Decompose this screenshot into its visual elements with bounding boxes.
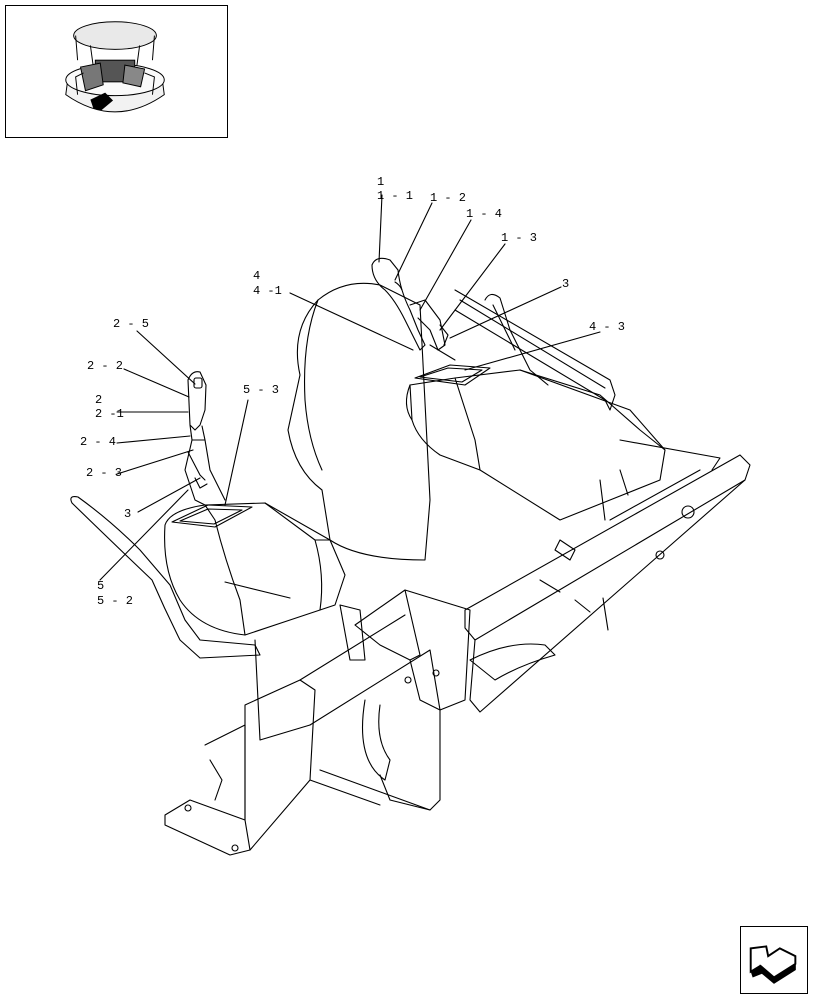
callout-1-4: 1 - 4: [466, 207, 503, 221]
left-console: [164, 502, 346, 636]
right-rail: [454, 289, 616, 411]
callout-2-1: 2 -1: [95, 407, 124, 421]
callout-5-3: 5 - 3: [243, 383, 280, 397]
overview-thumbnail: [5, 5, 228, 138]
callout-3-right: 3: [562, 277, 570, 291]
callout-4-1: 4 -1: [253, 284, 282, 298]
callout-3-left: 3: [124, 507, 132, 521]
pipe: [469, 643, 556, 681]
callout-1-1: 1 - 1: [377, 189, 414, 203]
left-boot-plate: [171, 504, 253, 528]
callout-4-3: 4 - 3: [589, 320, 626, 334]
callout-5-2: 5 - 2: [97, 594, 134, 608]
left-armrest-bar: [70, 496, 261, 659]
right-lever: [484, 293, 549, 386]
main-frame: [464, 454, 751, 641]
right-joystick-grip: [371, 257, 426, 351]
callout-2-5: 2 - 5: [113, 317, 150, 331]
callout-1: 1: [377, 175, 385, 189]
callout-2-2: 2 - 2: [87, 359, 124, 373]
callout-5: 5: [97, 579, 105, 593]
callout-1-3: 1 - 3: [501, 231, 538, 245]
callout-2: 2: [95, 393, 103, 407]
callout-1-2: 1 - 2: [430, 191, 467, 205]
right-boot-plate: [414, 364, 491, 386]
right-console: [409, 369, 666, 521]
left-joystick-grip: [187, 371, 207, 431]
callout-2-3: 2 - 3: [86, 466, 123, 480]
machine-thumbnail-icon: [65, 21, 165, 113]
seat-back-outline: [287, 282, 431, 561]
next-page-arrow-icon[interactable]: [740, 926, 808, 994]
callout-2-4: 2 - 4: [80, 435, 117, 449]
callout-4: 4: [253, 269, 261, 283]
arrow-icon: [749, 945, 797, 984]
seat-pedestal: [354, 589, 471, 711]
